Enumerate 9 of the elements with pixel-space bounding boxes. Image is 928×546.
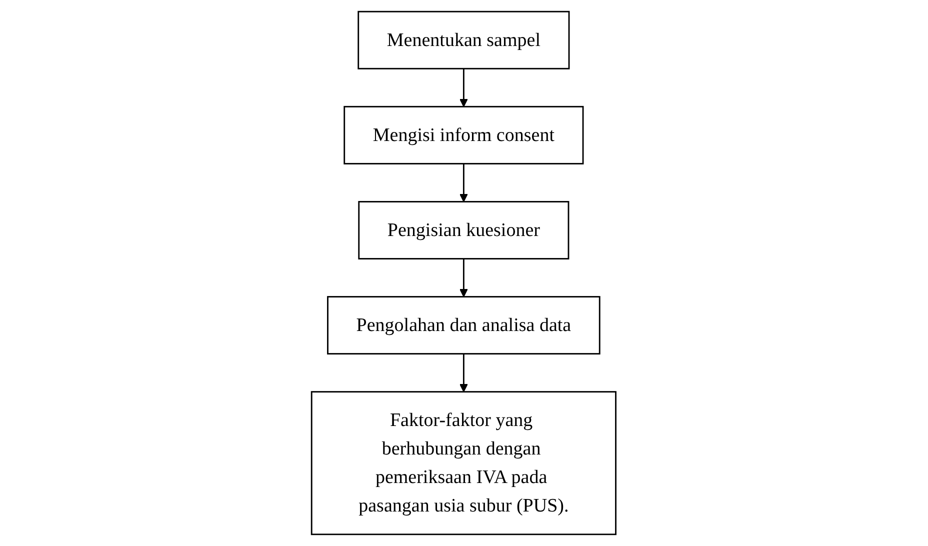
node-box: Menentukan sampel [358, 10, 570, 70]
arrow [460, 354, 468, 392]
node-box: Mengisi inform consent [344, 106, 584, 164]
arrow [460, 164, 468, 202]
node-box: Pengisian kuesioner [358, 201, 570, 260]
arrow [460, 68, 468, 108]
node-box: Faktor-faktor yang berhubungan dengan pemeriksaan IVA pada pasangan usia subur (PUS). [311, 391, 617, 536]
arrow [460, 258, 468, 298]
node-box: Pengolahan dan analisa data [327, 296, 601, 354]
